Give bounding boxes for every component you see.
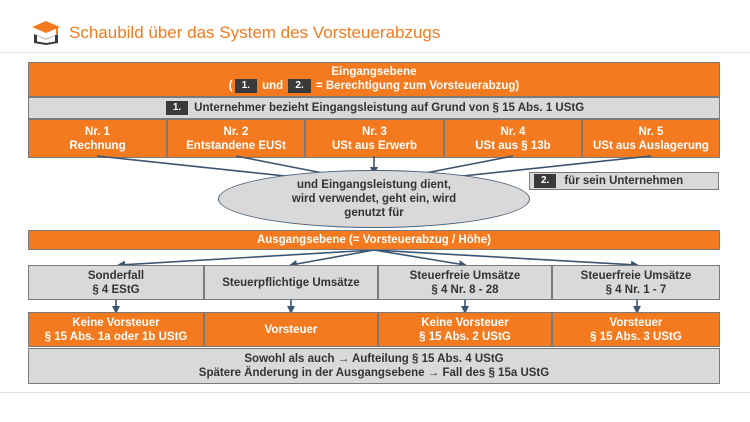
nummern-row: Nr. 1 Rechnung Nr. 2 Entstandene EUSt Nr… — [28, 119, 720, 158]
ergebnis-line2: § 15 Abs. 3 UStG — [590, 330, 682, 343]
umsatz-line1: Steuerfreie Umsätze — [580, 269, 692, 282]
arrow-umsatz-1 — [117, 249, 375, 269]
ergebnis-line2: § 15 Abs. 2 UStG — [419, 330, 511, 343]
badge-2: 2. — [288, 79, 311, 94]
nummer-title: Nr. 4 — [500, 125, 526, 138]
umsatz-line2: § 4 Nr. 8 - 28 — [431, 283, 499, 296]
nummer-cell-4: Nr. 4 USt aus § 13b — [443, 119, 582, 158]
nummer-sub: Entstandene EUSt — [186, 139, 286, 152]
ellipse-line1: und Eingangsleistung dient, — [297, 179, 451, 191]
ergebnis-line1: Vorsteuer — [609, 316, 663, 329]
ergebnis-cell-2: Vorsteuer — [203, 312, 378, 347]
umsatz-cell-4: Steuerfreie Umsätze § 4 Nr. 1 - 7 — [551, 265, 720, 300]
ergebnis-cell-1: Keine Vorsteuer § 15 Abs. 1a oder 1b USt… — [28, 312, 204, 347]
footer-line1: Sowohl als auch → Aufteilung § 15 Abs. 4… — [244, 353, 504, 365]
ellipse-line2: wird verwendet, geht ein, wird — [291, 193, 457, 205]
eingangsebene-subtitle: (1. und 2. = Berechtigung zum Vorsteuera… — [228, 79, 520, 94]
step2-badge: 2. — [534, 174, 557, 188]
eingangsebene-title: Eingangsebene — [331, 66, 417, 79]
nummer-title: Nr. 5 — [638, 125, 664, 138]
ergebnis-line1: Vorsteuer — [264, 323, 318, 336]
badge-1: 1. — [234, 79, 257, 94]
ergebnisse-row: Keine Vorsteuer § 15 Abs. 1a oder 1b USt… — [28, 312, 720, 347]
step1-badge: 1. — [165, 101, 189, 115]
ergebnis-cell-3: Keine Vorsteuer § 15 Abs. 2 UStG — [377, 312, 552, 347]
step2-box: 2. für sein Unternehmen — [529, 172, 719, 190]
nummer-sub: USt aus § 13b — [475, 139, 551, 152]
arrow-umsatz-4 — [373, 249, 639, 269]
step1-bar: 1. Unternehmer bezieht Eingangsleistung … — [28, 97, 720, 119]
nummer-cell-3: Nr. 3 USt aus Erwerb — [304, 119, 444, 158]
ausgangsebene-title: Ausgangsebene (= Vorsteuerabzug / Höhe) — [257, 234, 491, 246]
header-divider — [0, 52, 750, 53]
ergebnis-line1: Keine Vorsteuer — [421, 316, 509, 329]
berechtigung-text: = Berechtigung zum Vorsteuerabzug) — [315, 80, 520, 93]
ergebnis-cell-4: Vorsteuer § 15 Abs. 3 UStG — [551, 312, 720, 347]
ellipse-line3: genutzt für — [344, 207, 404, 219]
paren-open: ( — [228, 80, 233, 93]
nummer-title: Nr. 3 — [362, 125, 387, 138]
umsatz-cell-3: Steuerfreie Umsätze § 4 Nr. 8 - 28 — [377, 265, 552, 300]
bottom-divider — [0, 392, 750, 393]
nummer-sub: USt aus Auslagerung — [593, 139, 709, 152]
book-cap-icon — [32, 21, 60, 45]
ergebnis-line1: Keine Vorsteuer — [72, 316, 160, 329]
umsatz-cell-2: Steuerpflichtige Umsätze — [203, 265, 378, 300]
nummer-title: Nr. 2 — [223, 125, 249, 138]
ergebnis-line2: § 15 Abs. 1a oder 1b UStG — [44, 330, 188, 343]
umsatz-line1: Steuerpflichtige Umsätze — [222, 276, 360, 289]
umsatz-line1: Steuerfreie Umsätze — [409, 269, 521, 282]
ellipse-node: und Eingangsleistung dient, wird verwend… — [218, 170, 530, 228]
umsatz-line1: Sonderfall — [87, 269, 145, 282]
page-title: Schaubild über das System des Vorsteuera… — [69, 23, 441, 42]
nummer-cell-2: Nr. 2 Entstandene EUSt — [166, 119, 305, 158]
footer-box: Sowohl als auch → Aufteilung § 15 Abs. 4… — [28, 348, 720, 384]
arrow-umsatz-2 — [289, 249, 375, 268]
umsatz-line2: § 4 EStG — [92, 283, 140, 296]
logo — [31, 20, 61, 46]
umsatz-cell-1: Sonderfall § 4 EStG — [28, 265, 204, 300]
footer-line2: Spätere Änderung in der Ausgangsebene → … — [198, 367, 550, 379]
nummer-title: Nr. 1 — [85, 125, 110, 138]
umsatz-line2: § 4 Nr. 1 - 7 — [605, 283, 667, 296]
nummer-cell-1: Nr. 1 Rechnung — [28, 119, 167, 158]
nummer-sub: Rechnung — [69, 139, 126, 152]
umsaetze-row: Sonderfall § 4 EStG Steuerpflichtige Ums… — [28, 265, 720, 300]
arrow-umsatz-3 — [373, 249, 467, 268]
nummer-sub: USt aus Erwerb — [331, 139, 417, 152]
step1-text: Unternehmer bezieht Eingangsleistung auf… — [194, 102, 585, 114]
step2-text: für sein Unternehmen — [564, 175, 684, 187]
und-text: und — [262, 80, 284, 93]
nummer-cell-5: Nr. 5 USt aus Auslagerung — [581, 119, 720, 158]
eingangsebene-box: Eingangsebene (1. und 2. = Berechtigung … — [28, 62, 720, 97]
ausgangsebene-bar: Ausgangsebene (= Vorsteuerabzug / Höhe) — [28, 230, 720, 250]
